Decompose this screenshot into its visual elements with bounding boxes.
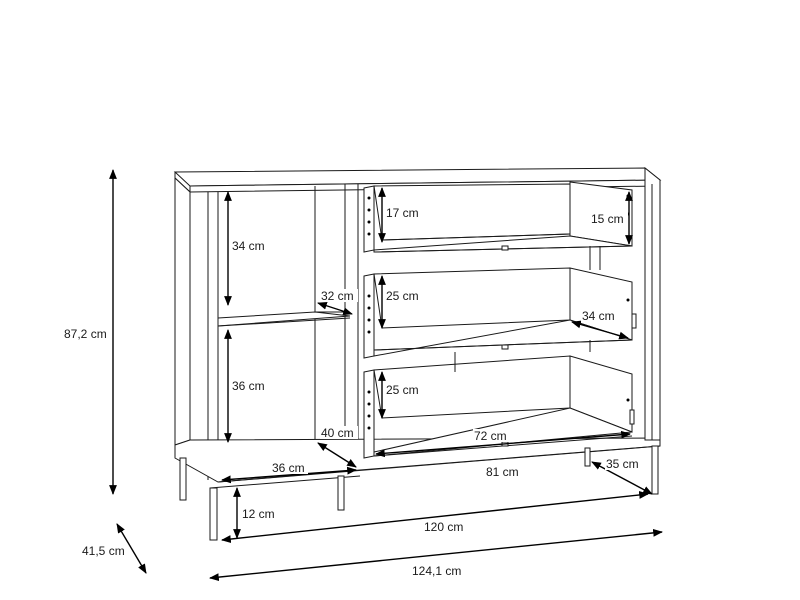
top-drawer <box>363 181 633 253</box>
bottom-drawer-width-arrow <box>375 430 631 458</box>
total-height-label: 87,2 cm <box>64 327 107 341</box>
top-drawer-front <box>363 185 375 253</box>
dimension-labels: 87,2 cm 41,5 cm 124,1 cm 120 cm 12 cm 36… <box>64 206 643 578</box>
dimension-arrows <box>109 169 663 582</box>
bottom-drawer-width-label: 72 cm <box>474 429 507 443</box>
middle-drawer-height-label: 25 cm <box>386 289 419 303</box>
leg-height-label: 12 cm <box>242 507 275 521</box>
back-left-leg <box>179 457 187 501</box>
back-right-leg <box>584 447 591 467</box>
body-width-arrow <box>221 491 649 543</box>
total-width-label: 124,1 cm <box>412 564 461 578</box>
front-left-leg <box>209 487 218 541</box>
front-right-leg <box>651 445 659 495</box>
upper-compartment-label: 34 cm <box>232 239 265 253</box>
left-compartment-width-arrow <box>221 466 357 484</box>
middle-shelf <box>217 311 351 327</box>
drawer-section-width-label: 81 cm <box>486 465 519 479</box>
middle-drawer-depth-arrow <box>571 320 629 340</box>
cabinet-drawing <box>173 166 662 541</box>
top-drawer-height-label: 17 cm <box>386 206 419 220</box>
depth-label: 41,5 cm <box>82 544 125 558</box>
middle-drawer-front <box>363 273 375 359</box>
middle-drawer-depth-label: 34 cm <box>582 309 615 323</box>
depth-arrow <box>116 523 147 574</box>
shelf-depth-label: 32 cm <box>321 289 354 303</box>
left-compartment-width-label: 36 cm <box>272 461 305 475</box>
body-width-label: 120 cm <box>424 520 463 534</box>
middle-drawer <box>363 267 637 365</box>
center-leg <box>337 475 345 511</box>
left-compartment-depth-label: 40 cm <box>321 426 354 440</box>
left-side-panel <box>174 176 191 446</box>
drawer-section-depth-arrow <box>591 461 653 495</box>
lower-compartment-label: 36 cm <box>232 379 265 393</box>
shelf-depth-arrow <box>317 301 353 316</box>
bottom-drawer-height-label: 25 cm <box>386 383 419 397</box>
top-drawer-inner-label: 15 cm <box>591 212 624 226</box>
left-compartment-depth-arrow <box>317 442 357 468</box>
drawer-section-depth-label: 35 cm <box>606 457 639 471</box>
bottom-drawer-front <box>363 369 375 459</box>
